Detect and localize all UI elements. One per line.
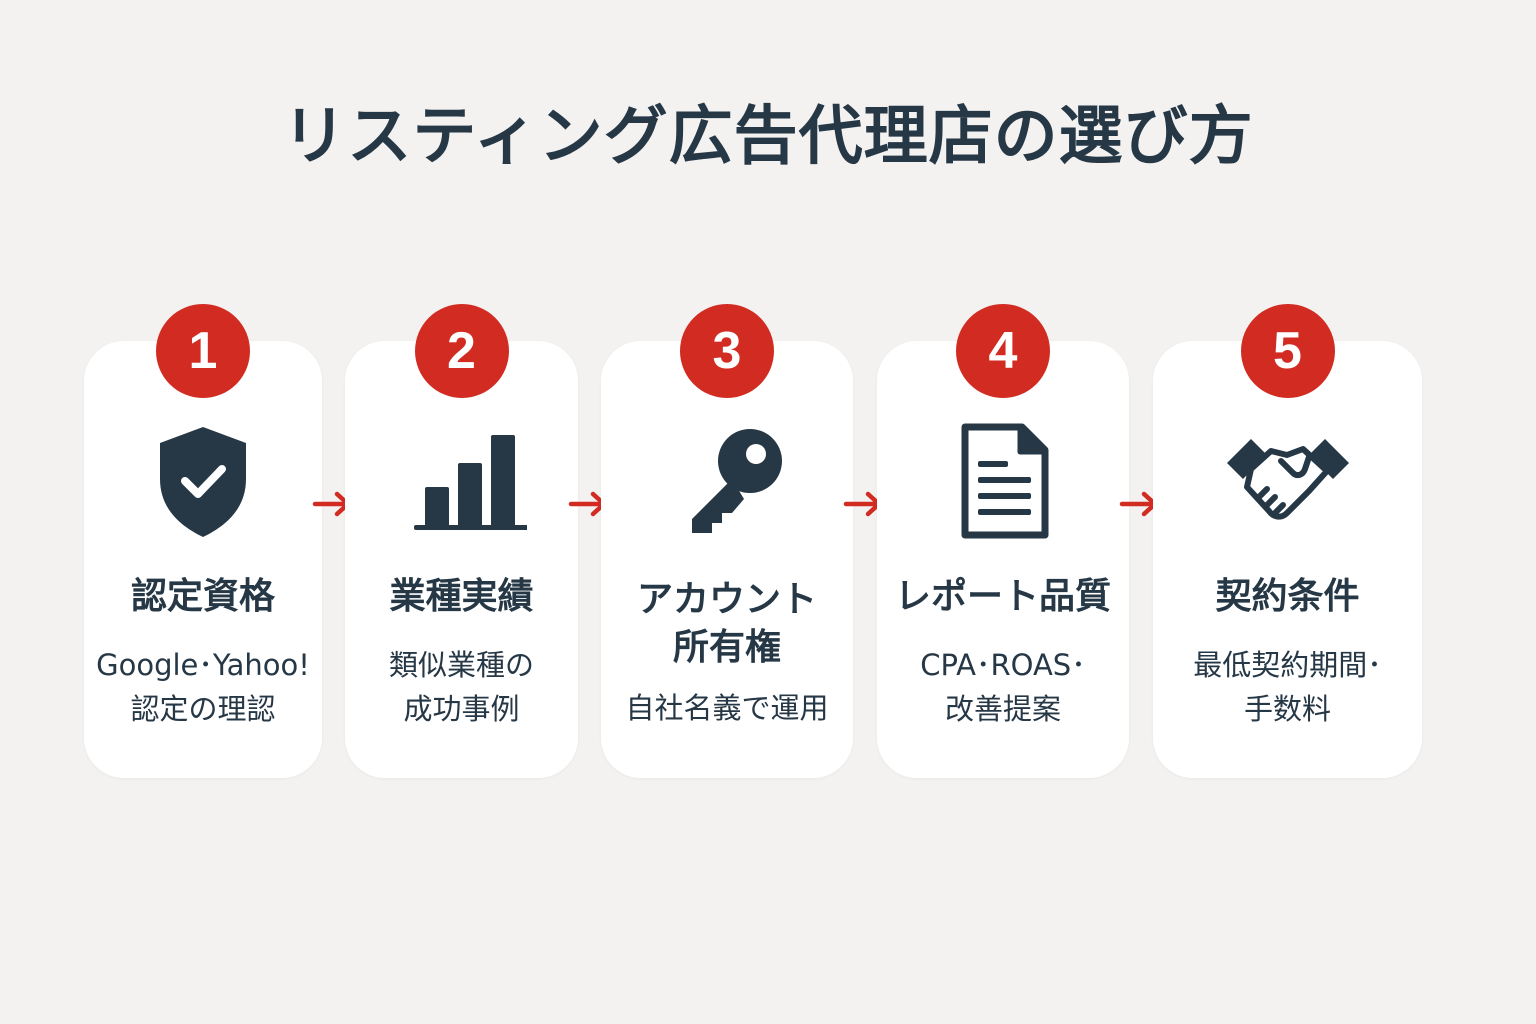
- step-number-badge: 3: [680, 304, 774, 398]
- step-card-3: 3 アカウント 所有権 自社名義で運用: [601, 304, 853, 778]
- shield-check-icon: [138, 421, 268, 541]
- step-description: 最低契約期間･ 手数料: [1193, 648, 1382, 726]
- step-card-4: 4 レポート品質 CPA･ROAS･ 改善提案: [877, 304, 1129, 778]
- step-card-2: 2 業種実績 類似業種の 成功事例: [345, 304, 578, 778]
- step-description: CPA･ROAS･ 改善提案: [920, 648, 1086, 726]
- step-card-5: 5 契約条件 最低契約期間･ 手数料: [1153, 304, 1422, 778]
- step-title: 契約条件: [1215, 576, 1360, 617]
- step-title: アカウント 所有権: [636, 579, 817, 668]
- step-number-badge: 4: [956, 304, 1050, 398]
- step-description: 類似業種の 成功事例: [388, 648, 534, 726]
- handshake-icon: [1223, 421, 1353, 541]
- step-number-badge: 1: [156, 304, 250, 398]
- document-icon: [938, 421, 1068, 541]
- key-icon: [662, 421, 792, 541]
- step-title: 認定資格: [130, 576, 275, 617]
- step-title: 業種実績: [389, 576, 534, 617]
- step-card-1: 1 認定資格 Google･Yahoo! 認定の理認: [84, 304, 322, 778]
- step-number-badge: 2: [414, 304, 509, 398]
- bar-chart-icon: [397, 421, 527, 541]
- step-description: Google･Yahoo! 認定の理認: [96, 648, 310, 726]
- step-number-badge: 5: [1240, 304, 1335, 398]
- page-title: リスティング広告代理店の選び方: [282, 100, 1254, 174]
- step-description: 自社名義で運用: [625, 691, 829, 725]
- step-title: レポート品質: [894, 576, 1111, 617]
